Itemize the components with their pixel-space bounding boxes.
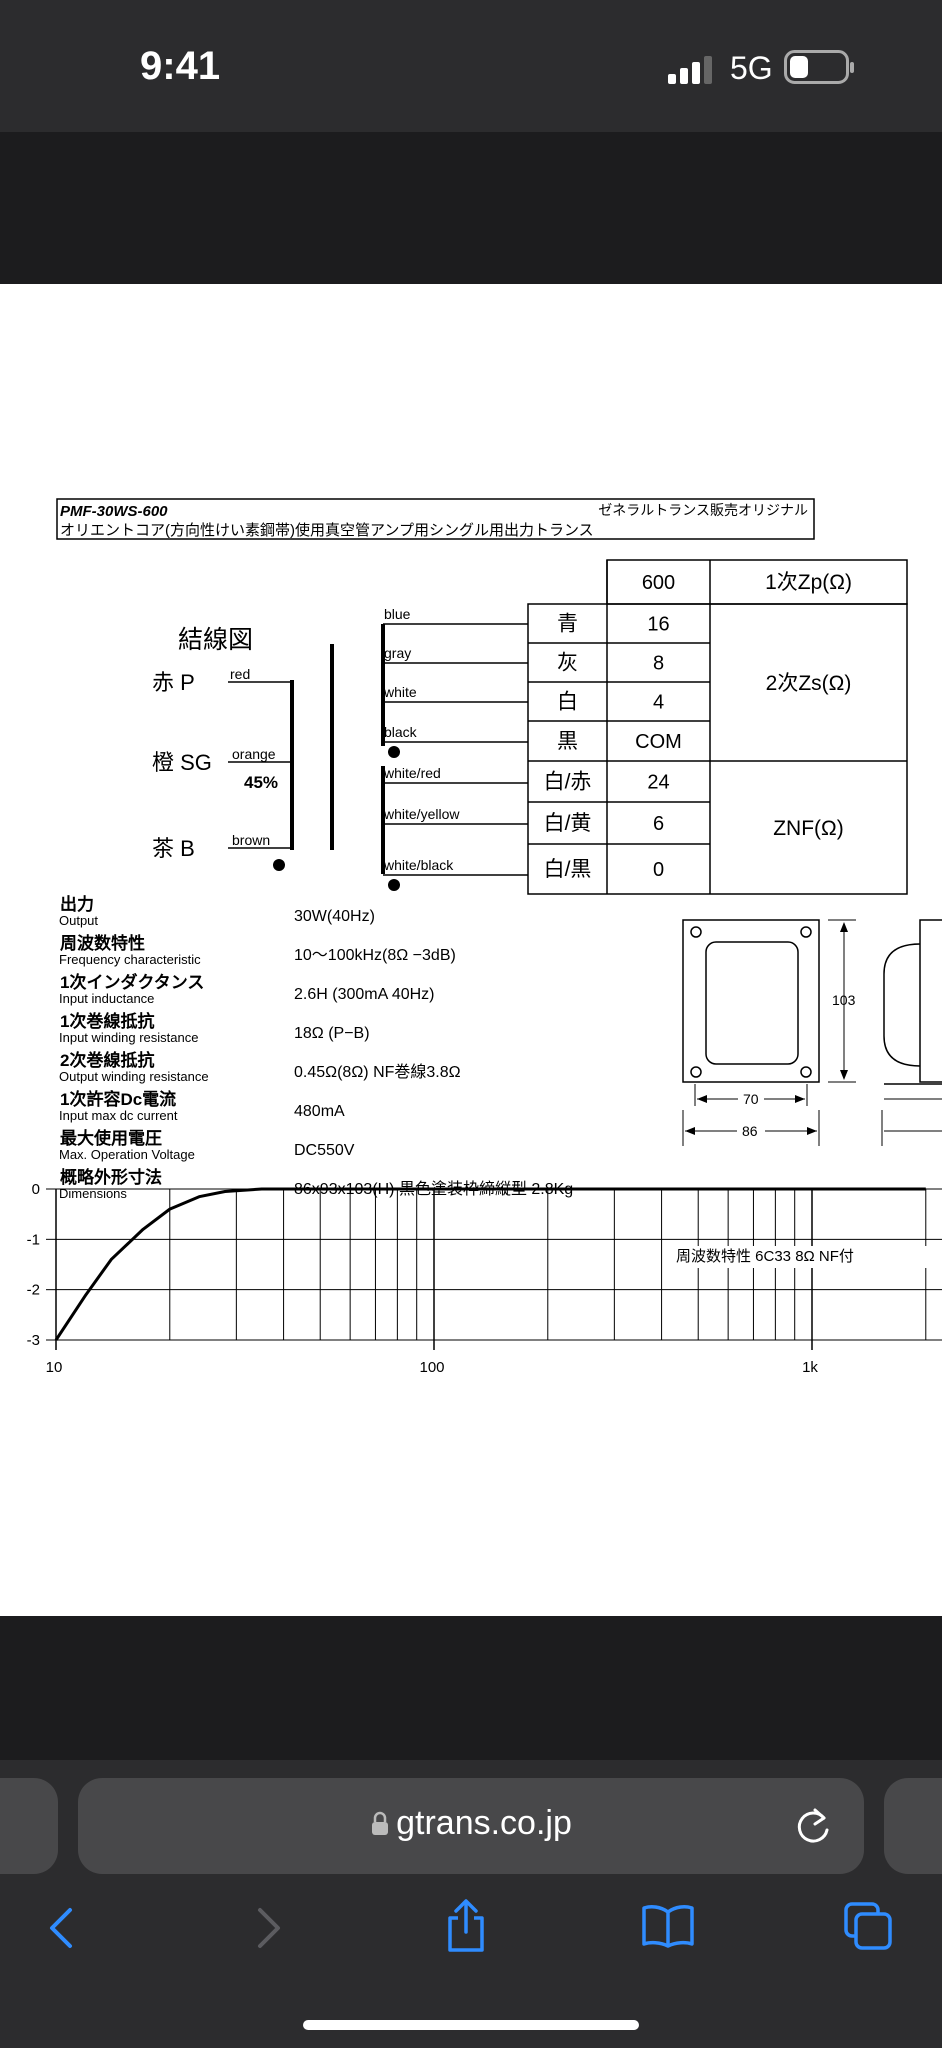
secondary-impedance-label: 2次Zs(Ω) [766, 672, 852, 695]
table-wire-color: 白/黒 [544, 858, 592, 881]
secondary-wire-color: gray [384, 645, 411, 661]
x-tick-label: 1k [802, 1359, 818, 1376]
battery-icon [784, 50, 854, 84]
signal-icon [668, 56, 712, 84]
back-icon[interactable] [42, 1906, 78, 1950]
secondary-wire-color: white/red [383, 765, 441, 781]
address-bar[interactable]: gtrans.co.jp [78, 1778, 864, 1874]
primary-p-label: 赤 P [152, 670, 195, 695]
wiring-diagram-title: 結線図 [178, 626, 253, 654]
response-curve [54, 1187, 926, 1341]
spec-value: 480mA [294, 1103, 345, 1120]
spec-label-en: Output [59, 913, 98, 928]
spec-value: 2.6H (300mA 40Hz) [294, 986, 435, 1003]
table-impedance-value: 8 [653, 653, 664, 675]
spec-label-jp: 1次巻線抵抗 [60, 1011, 154, 1031]
spec-label-jp: 出力 [60, 894, 94, 914]
network-label: 5G [730, 50, 773, 86]
y-tick-label: 0 [32, 1181, 40, 1198]
forward-icon[interactable] [252, 1906, 288, 1950]
x-tick-label: 100 [419, 1359, 444, 1376]
spec-label-jp: 周波数特性 [60, 933, 145, 953]
primary-p-wire-color: red [230, 666, 250, 682]
spec-value: 30W(40Hz) [294, 908, 375, 925]
spec-label-jp: 概略外形寸法 [60, 1167, 162, 1187]
spec-label-jp: 1次許容Dc電流 [60, 1089, 176, 1109]
secondary-wire-color: black [384, 724, 418, 740]
spec-value: 18Ω (P−B) [294, 1025, 370, 1042]
spec-label-en: Input inductance [59, 991, 154, 1006]
vendor-label: ゼネラルトランス販売オリジナル [598, 502, 808, 518]
spec-label-jp: 最大使用電圧 [60, 1128, 162, 1148]
dim-inner-width: 70 [743, 1091, 759, 1107]
chart-title: 周波数特性 6C33 8Ω NF付 [676, 1248, 854, 1265]
next-tab-preview[interactable] [884, 1778, 942, 1874]
page-top-margin [0, 132, 942, 284]
table-impedance-value: 24 [647, 772, 669, 794]
model-name: PMF-30WS-600 [60, 503, 168, 520]
table-wire-color: 黒 [557, 730, 578, 753]
status-time: 9:41 [140, 44, 221, 88]
spec-label-en: Input winding resistance [59, 1030, 198, 1045]
status-bar: 9:41 5G [0, 0, 942, 132]
y-tick-label: -1 [27, 1231, 40, 1248]
table-wire-color: 白/赤 [544, 771, 592, 794]
y-tick-label: -3 [27, 1332, 40, 1349]
secondary-wire-color: white/black [383, 857, 454, 873]
dim-outer-width: 86 [742, 1123, 758, 1139]
table-impedance-value: 16 [647, 614, 669, 636]
nf-impedance-label: ZNF(Ω) [773, 817, 844, 840]
primary-b-wire-color: brown [232, 832, 270, 848]
url-text: gtrans.co.jp [396, 1804, 572, 1842]
table-wire-color: 灰 [557, 652, 578, 675]
spec-label-en: Output winding resistance [59, 1069, 209, 1084]
share-icon[interactable] [444, 1898, 488, 1954]
primary-b-label: 茶 B [152, 836, 195, 861]
dimension-drawing: 103 70 86 [682, 919, 942, 1146]
table-impedance-value: 0 [653, 859, 664, 881]
table-impedance-value: COM [635, 731, 682, 753]
table-impedance-value: 4 [653, 692, 664, 714]
frequency-response-chart: 0 -1 -2 -3 10 100 1k 周波数特性 6C33 8Ω NF付 [27, 1181, 942, 1376]
spec-label-jp: 2次巻線抵抗 [60, 1050, 154, 1070]
transformer-spec-sheet: PMF-30WS-600 ゼネラルトランス販売オリジナル オリエントコア(方向性… [27, 498, 942, 1376]
previous-tab-preview[interactable] [0, 1778, 58, 1874]
spec-label-en: Frequency characteristic [59, 952, 201, 967]
tabs-icon[interactable] [842, 1900, 894, 1952]
table-header-value: 600 [642, 572, 675, 594]
secondary-wire-color: white/yellow [383, 806, 460, 822]
table-impedance-value: 6 [653, 813, 664, 835]
secondary-wire-color: white [383, 684, 417, 700]
spec-value: 10〜100kHz(8Ω −3dB) [294, 947, 456, 964]
primary-sg-wire-color: orange [232, 746, 276, 762]
primary-sg-label: 橙 SG [152, 750, 212, 775]
table-header-label: 1次Zp(Ω) [765, 571, 852, 594]
table-wire-color: 白/黄 [544, 812, 592, 835]
web-page: PMF-30WS-600 ゼネラルトランス販売オリジナル オリエントコア(方向性… [0, 284, 942, 1616]
product-description: オリエントコア(方向性けい素鋼帯)使用真空管アンプ用シングル用出力トランス [60, 521, 594, 539]
x-tick-label: 10 [46, 1359, 63, 1376]
spec-value: DC550V [294, 1142, 355, 1159]
spec-value: 0.45Ω(8Ω) NF巻線3.8Ω [294, 1063, 461, 1081]
dim-height: 103 [832, 992, 856, 1008]
table-wire-color: 青 [557, 613, 578, 636]
page-bottom-margin [0, 1616, 942, 1760]
bookmarks-icon[interactable] [640, 1904, 696, 1948]
spec-label-en: Input max dc current [59, 1108, 178, 1123]
home-indicator [303, 2020, 639, 2030]
spec-label-en: Max. Operation Voltage [59, 1147, 195, 1162]
y-tick-label: -2 [27, 1282, 40, 1299]
lock-icon [372, 1811, 389, 1835]
table-wire-color: 白 [557, 691, 578, 714]
secondary-wire-color: blue [384, 606, 411, 622]
spec-label-jp: 1次インダクタンス [60, 972, 204, 992]
sg-tap-percent: 45% [244, 773, 278, 792]
reload-icon[interactable] [794, 1804, 834, 1848]
spec-label-en: Dimensions [59, 1186, 127, 1201]
